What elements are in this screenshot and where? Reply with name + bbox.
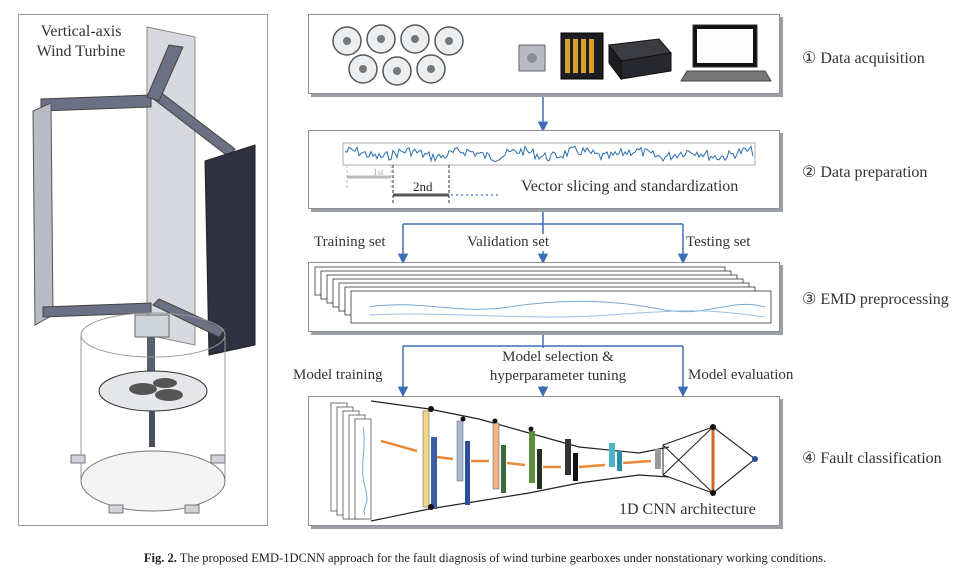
step-4-label: ④ Fault classification [802,450,942,467]
base-foot-front-right [184,504,200,514]
model-selection-line2: hyperparameter tuning [489,368,627,384]
preparation-caption: Vector slicing and standardization [521,178,738,195]
turbine-arm-top-back [146,44,184,102]
figure-caption-text: The proposed EMD-1DCNN approach for the … [179,551,827,565]
gearbox-gear-2 [155,389,183,401]
emd-stack [314,266,772,324]
base-foot-left [70,454,86,464]
data-preparation-box: 1st 2nd Vector slicing and standardizati… [308,130,780,209]
slice-1-label: 1st [373,167,384,177]
cnn-conv-layers [422,410,661,509]
emd-preprocessing-box [308,262,780,332]
slice-2-label: 2nd [413,179,433,194]
turbine-arm-bottom-left [42,302,152,318]
turbine-blade-right [204,144,256,356]
model-training-label: Model training [293,367,383,383]
base-ground-plate [80,450,226,512]
imf-wave-2 [368,310,766,318]
testing-set-label: Testing set [686,234,751,250]
turbine-title: Vertical-axis Wind Turbine [36,23,126,60]
turbine-hub-plate [134,314,170,338]
figure-label: Fig. 2. [143,551,177,565]
step-3-label: ③ EMD preprocessing [802,291,949,308]
turbine-illustration [32,26,256,514]
signal-plot: 1st 2nd Vector slicing and standardizati… [342,142,756,203]
validation-set-label: Validation set [467,234,550,251]
data-acquisition-box [308,14,780,94]
turbine-panel [18,14,268,526]
acquisition-illustration [332,24,772,86]
gearbox-shaft [149,411,155,447]
cnn-envelope-top [370,400,670,454]
base-foot-right [210,454,226,464]
turbine-arm-bottom-right [152,298,226,338]
step-1-label: ① Data acquisition [802,50,925,67]
training-set-label: Training set [314,234,386,250]
turbine-blade-back [146,26,196,346]
signal-frame [342,142,756,166]
vibration-signal [344,144,754,163]
imf-wave-1 [368,300,766,313]
cnn-dense-layers [662,426,756,494]
model-evaluation-label: Model evaluation [688,367,794,383]
cnn-flow-arrows [380,439,652,469]
step-2-label: ② Data preparation [802,164,928,181]
model-selection-line1: Model selection & [502,349,614,365]
cnn-architecture-diagram: 1D CNN architecture [330,400,758,522]
cnn-architecture-label: 1D CNN architecture [619,501,756,518]
gear-specimens [332,24,464,86]
base-foot-front-left [108,504,124,514]
figure-caption: Fig. 2. The proposed EMD-1DCNN approach … [0,551,970,566]
model-selection-label: Model selection & hyperparameter tuning [470,348,646,386]
imf-sheet-stack [314,266,772,324]
gearbox-gear-3 [153,378,177,388]
fault-classification-box: 1D CNN architecture [308,396,780,526]
gearbox-gear-1 [129,383,157,395]
cnn-input-sheets [330,402,372,520]
